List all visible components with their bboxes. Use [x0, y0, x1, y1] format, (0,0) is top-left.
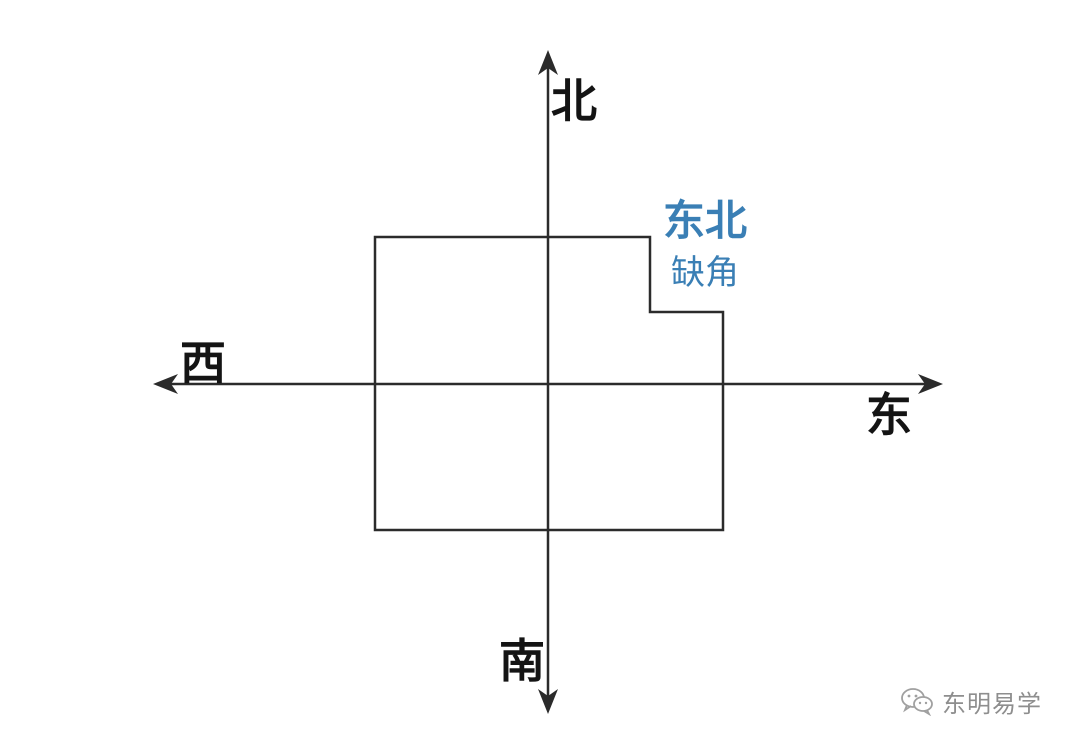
north-arrowhead — [538, 50, 558, 75]
south-arrowhead — [538, 689, 558, 714]
north-label: 北 — [551, 74, 597, 128]
missing-corner-title: 东北 — [663, 196, 748, 245]
wechat-icon — [901, 688, 933, 716]
watermark-text: 东明易学 — [942, 689, 1042, 718]
missing-corner-subtitle: 缺角 — [671, 253, 739, 293]
floor-plan-outline — [373, 235, 725, 532]
south-label: 南 — [499, 634, 545, 688]
west-label: 西 — [180, 336, 226, 390]
watermark: 东明易学 — [900, 684, 1042, 718]
east-label: 东 — [866, 388, 912, 442]
east-arrowhead — [918, 374, 943, 394]
west-arrowhead — [153, 374, 178, 394]
